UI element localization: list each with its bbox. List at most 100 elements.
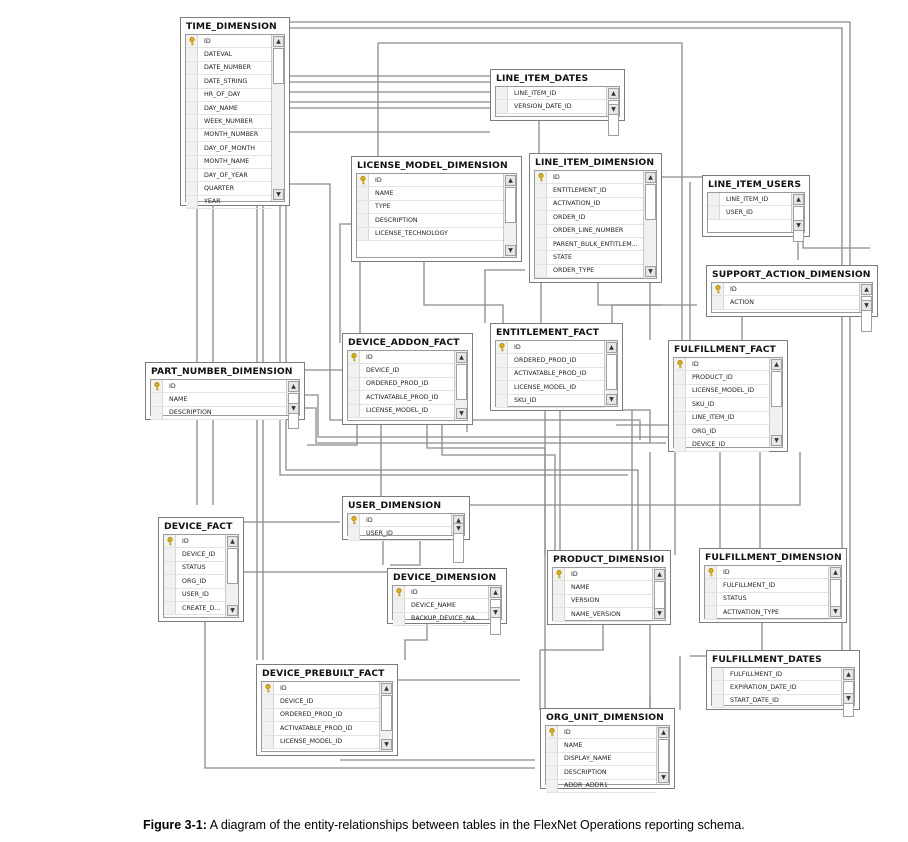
scroll-thumb[interactable]: [456, 364, 467, 400]
column-row[interactable]: DEVICE_ID: [262, 695, 379, 709]
column-row[interactable]: NAME_VERSION: [553, 608, 652, 622]
column-row[interactable]: BACKUP_DEVICE_NA...: [393, 612, 488, 627]
column-row[interactable]: FULFILLMENT_ID: [712, 668, 841, 682]
column-row[interactable]: FULFILLMENT_ID: [705, 579, 828, 593]
scroll-up-arrow-icon[interactable]: ▲: [381, 683, 392, 694]
scroll-down-arrow-icon[interactable]: ▼: [843, 693, 854, 704]
scroll-up-arrow-icon[interactable]: ▲: [456, 352, 467, 363]
scroll-up-arrow-icon[interactable]: ▲: [843, 669, 854, 680]
scrollbar[interactable]: ▲▼: [828, 566, 841, 618]
column-row[interactable]: ID: [357, 174, 503, 188]
scrollbar[interactable]: ▲▼: [454, 351, 467, 420]
column-row[interactable]: ID: [186, 35, 271, 49]
column-row[interactable]: USER_ID: [348, 527, 451, 541]
table-title[interactable]: ORG_UNIT_DIMENSION: [546, 712, 664, 723]
scrollbar[interactable]: ▲▼: [604, 341, 617, 406]
column-row[interactable]: DAY_NAME: [186, 101, 271, 116]
table-title[interactable]: FULFILLMENT_FACT: [674, 344, 776, 355]
column-row[interactable]: DATE_STRING: [186, 75, 271, 89]
scroll-thumb[interactable]: [606, 354, 617, 390]
column-row[interactable]: EXPIRATION_DATE_ID: [712, 681, 841, 695]
column-row[interactable]: SKU_ID: [496, 394, 604, 408]
scroll-thumb[interactable]: [273, 48, 284, 84]
column-row[interactable]: QUARTER: [186, 182, 271, 196]
scroll-up-arrow-icon[interactable]: ▲: [861, 284, 872, 295]
column-row[interactable]: LINE_ITEM_ID: [674, 411, 769, 425]
table-title[interactable]: DEVICE_PREBUILT_FACT: [262, 668, 385, 679]
column-row[interactable]: ID: [705, 566, 828, 580]
column-row[interactable]: ID: [348, 351, 454, 365]
column-row[interactable]: LICENSE_MODEL_ID: [262, 735, 379, 749]
scrollbar[interactable]: ▲▼: [606, 87, 619, 136]
column-row[interactable]: USER_ID: [708, 206, 791, 220]
scroll-up-arrow-icon[interactable]: ▲: [227, 536, 238, 547]
column-row[interactable]: WEEK_NUMBER: [186, 115, 271, 129]
table-title[interactable]: LINE_ITEM_DATES: [496, 73, 589, 84]
column-row[interactable]: LICENSE_TECHNOLOGY: [357, 227, 503, 241]
scroll-down-arrow-icon[interactable]: ▼: [381, 739, 392, 750]
scroll-up-arrow-icon[interactable]: ▲: [606, 342, 617, 353]
table-title[interactable]: ENTITLEMENT_FACT: [496, 327, 599, 338]
scroll-down-arrow-icon[interactable]: ▼: [608, 104, 619, 115]
column-row[interactable]: VERSION: [553, 594, 652, 609]
column-row[interactable]: VERSION_DATE_ID: [496, 100, 606, 114]
scrollbar[interactable]: ▲▼: [769, 358, 782, 447]
column-row[interactable]: ID: [164, 535, 225, 549]
column-row[interactable]: USER_ID: [164, 588, 225, 602]
column-row[interactable]: ID: [546, 726, 656, 740]
scroll-up-arrow-icon[interactable]: ▲: [490, 587, 501, 598]
column-row[interactable]: ACTIVATION_ID: [535, 197, 643, 212]
table-title[interactable]: DEVICE_DIMENSION: [393, 572, 497, 583]
table-title[interactable]: SUPPORT_ACTION_DIMENSION: [712, 269, 871, 280]
scroll-thumb[interactable]: [645, 184, 656, 220]
column-row[interactable]: ORDER_LINE_NUMBER: [535, 224, 643, 238]
column-row[interactable]: ACTION: [712, 296, 859, 310]
column-row[interactable]: DATE_NUMBER: [186, 61, 271, 76]
column-row[interactable]: ID: [712, 283, 859, 297]
column-row[interactable]: ACTIVATABLE_PROD_ID: [496, 367, 604, 382]
column-row[interactable]: CREATE_D...: [164, 601, 225, 616]
column-row[interactable]: ORDERED_PROD_ID: [262, 708, 379, 723]
scroll-thumb[interactable]: [227, 548, 238, 584]
column-row[interactable]: ACTIVATABLE_PROD_ID: [262, 722, 379, 736]
column-row[interactable]: DAY_OF_YEAR: [186, 168, 271, 183]
column-row[interactable]: SKU_ID: [674, 398, 769, 412]
column-row[interactable]: DEVICE_ID: [348, 364, 454, 378]
scroll-down-arrow-icon[interactable]: ▼: [658, 772, 669, 783]
scroll-down-arrow-icon[interactable]: ▼: [654, 608, 665, 619]
column-row[interactable]: DISPLAY_NAME: [546, 752, 656, 767]
scroll-down-arrow-icon[interactable]: ▼: [645, 266, 656, 277]
column-row[interactable]: DESCRIPTION: [546, 766, 656, 780]
scroll-thumb[interactable]: [658, 739, 669, 775]
scroll-down-arrow-icon[interactable]: ▼: [861, 300, 872, 311]
scroll-down-arrow-icon[interactable]: ▼: [453, 523, 464, 534]
scroll-up-arrow-icon[interactable]: ▲: [288, 381, 299, 392]
scroll-down-arrow-icon[interactable]: ▼: [490, 607, 501, 618]
scrollbar[interactable]: ▲▼: [791, 193, 804, 242]
scrollbar[interactable]: ▲▼: [652, 568, 665, 620]
column-row[interactable]: NAME: [357, 187, 503, 201]
column-row[interactable]: TYPE: [357, 200, 503, 215]
scrollbar[interactable]: ▲▼: [859, 283, 872, 332]
scroll-up-arrow-icon[interactable]: ▲: [608, 88, 619, 99]
column-row[interactable]: ID: [348, 514, 451, 528]
table-title[interactable]: PRODUCT_DIMENSIOI: [553, 554, 665, 565]
scroll-down-arrow-icon[interactable]: ▼: [227, 605, 238, 616]
scroll-down-arrow-icon[interactable]: ▼: [606, 394, 617, 405]
scrollbar[interactable]: ▲▼: [841, 668, 854, 717]
scrollbar[interactable]: ▲▼: [451, 514, 464, 563]
scroll-down-arrow-icon[interactable]: ▼: [288, 403, 299, 414]
scrollbar[interactable]: ▲▼: [488, 586, 501, 635]
column-row[interactable]: ID: [393, 586, 488, 600]
column-row[interactable]: ORDER_TYPE: [535, 264, 643, 279]
